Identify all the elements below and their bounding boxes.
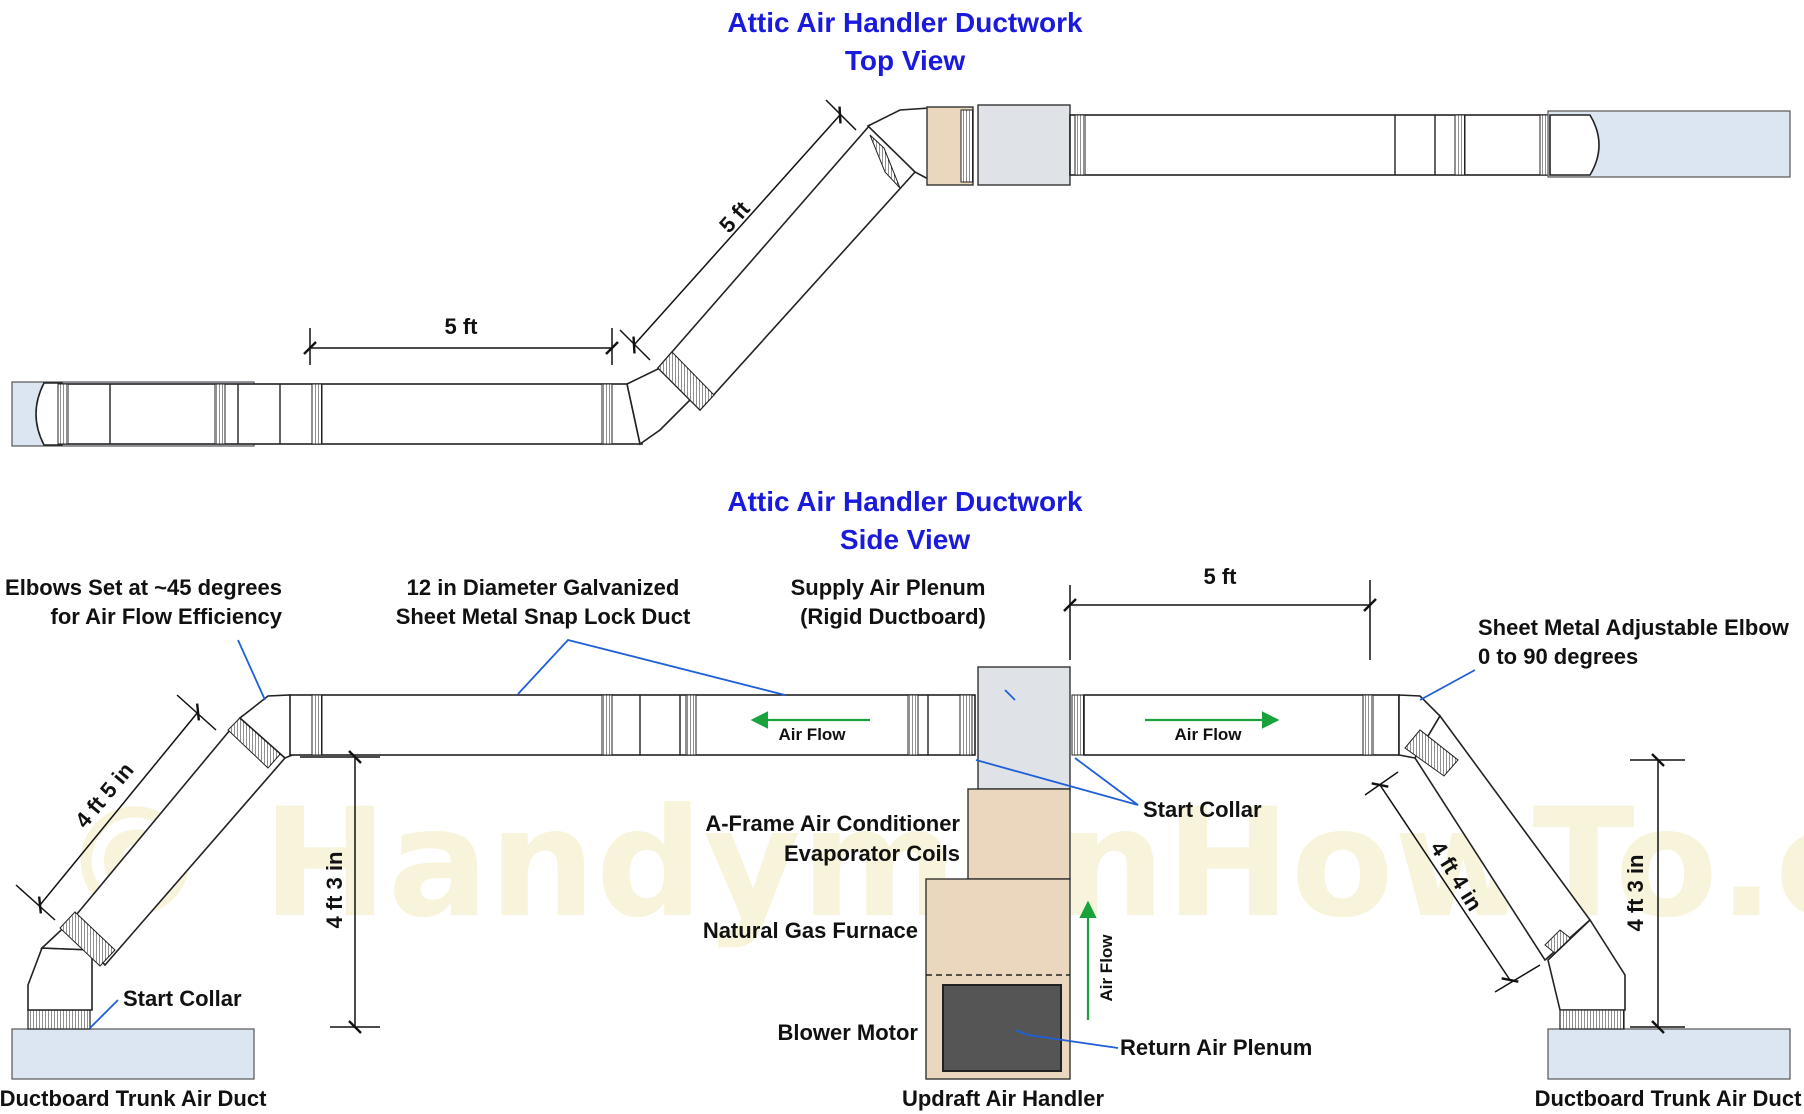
adj-elbow-label-line2: 0 to 90 degrees (1478, 644, 1638, 669)
trunk-left-label: Ductboard Trunk Air Duct (0, 1086, 267, 1111)
side-left-start-collar (27, 1009, 91, 1030)
side-left-ductboard-trunk (11, 1028, 255, 1080)
start-collar-left-label: Start Collar (123, 986, 242, 1011)
plenum-label-line2: (Rigid Ductboard) (800, 604, 986, 629)
furnace-label: Natural Gas Furnace (703, 918, 918, 943)
plenum-label-line1: Supply Air Plenum (791, 575, 986, 600)
adj-elbow-label-line1: Sheet Metal Adjustable Elbow (1478, 615, 1790, 640)
updraft-label: Updraft Air Handler (902, 1086, 1105, 1111)
top-dim-angled: 5 ft (714, 196, 755, 238)
air-flow-left-label: Air Flow (778, 725, 846, 744)
elbows-leader (237, 639, 266, 701)
start-collar-right-label: Start Collar (1143, 797, 1262, 822)
adj-elbow-leader (1419, 669, 1476, 701)
top-right-collar-cap (1549, 114, 1600, 176)
side-supply-plenum (977, 666, 1071, 790)
blower-motor (942, 984, 1062, 1072)
elbows-label-line1: Elbows Set at ~45 degrees (5, 575, 282, 600)
side-left-crimp-lower (59, 911, 116, 967)
top-crimp-4 (601, 383, 613, 445)
side-right-plenum-collar (1071, 694, 1085, 756)
side-view-title-line2: Side View (840, 524, 970, 555)
side-dim-right-run: 5 ft (1204, 564, 1238, 589)
top-view-title-line2: Top View (845, 45, 966, 76)
side-right-crimp-upper (1404, 729, 1459, 777)
top-crimp-3 (311, 383, 323, 445)
duct-label-line2: Sheet Metal Snap Lock Duct (396, 604, 691, 629)
top-angled-crimp-lower (657, 351, 715, 411)
top-crimp-1 (57, 383, 69, 445)
side-view-title-line1: Attic Air Handler Ductwork (727, 486, 1083, 517)
side-dim-left-height: 4 ft 3 in (322, 851, 347, 928)
trunk-right-label: Ductboard Trunk Air Duct (1535, 1086, 1803, 1111)
side-right-duct-run (1083, 694, 1400, 756)
return-plenum-leader (1014, 1029, 1119, 1049)
side-left-duct-run (289, 694, 976, 756)
top-angled-crimp-upper (869, 134, 901, 189)
side-left-plenum-collar (959, 694, 973, 756)
side-left-lower-elbow (27, 947, 93, 1011)
top-supply-plenum (977, 104, 1071, 186)
air-flow-up-label: Air Flow (1097, 934, 1116, 1002)
start-collar-right-leader (975, 757, 1139, 806)
side-right-ductboard-trunk (1547, 1028, 1791, 1080)
evaporator-coils (967, 788, 1071, 880)
top-crimp-2 (214, 383, 226, 445)
side-right-start-collar (1559, 1009, 1625, 1030)
top-dim-horizontal: 5 ft (445, 314, 479, 339)
coils-label-line2: Evaporator Coils (784, 841, 960, 866)
elbows-label-line2: for Air Flow Efficiency (51, 604, 283, 629)
top-view: Attic Air Handler Ductwork Top View (11, 7, 1791, 447)
top-left-collar-cap (35, 382, 63, 446)
top-view-title-line1: Attic Air Handler Ductwork (727, 7, 1083, 38)
side-dim-right-height: 4 ft 3 in (1623, 854, 1648, 931)
duct-label-line1: 12 in Diameter Galvanized (407, 575, 680, 600)
blower-label: Blower Motor (777, 1020, 918, 1045)
air-flow-right-label: Air Flow (1174, 725, 1242, 744)
side-view: Attic Air Handler Ductwork Side View (0, 486, 1802, 1111)
top-left-duct-run (61, 383, 643, 445)
duct-leader (517, 638, 786, 696)
coils-label-line1: A-Frame Air Conditioner (705, 811, 960, 836)
side-right-lower-elbow (1547, 918, 1626, 1011)
return-plenum-label: Return Air Plenum (1120, 1035, 1312, 1060)
top-angled-duct-run (656, 123, 917, 412)
